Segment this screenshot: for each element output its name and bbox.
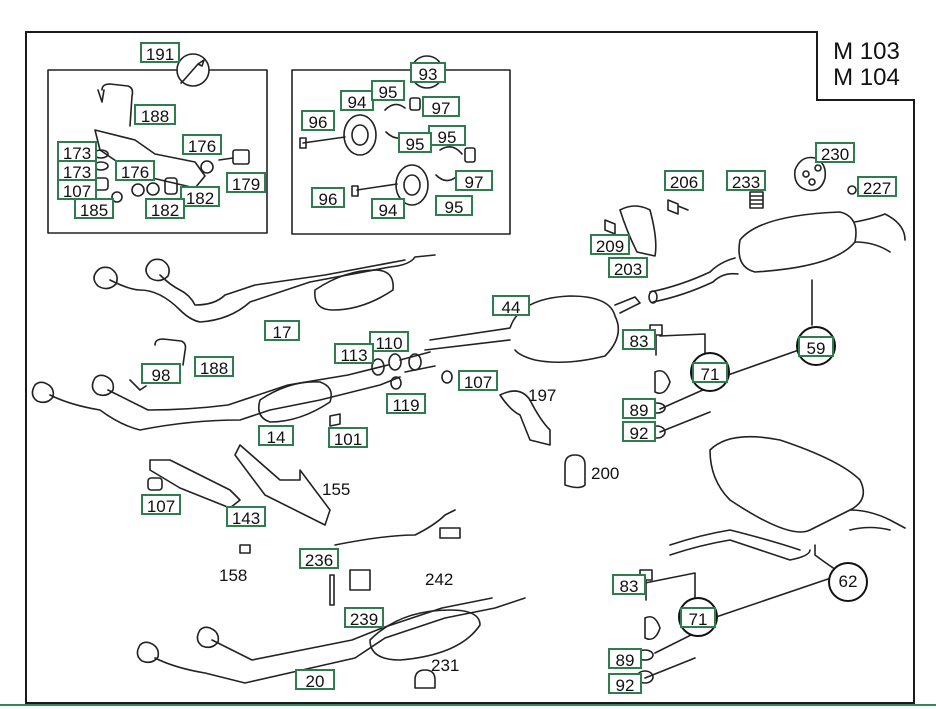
callout-44[interactable]: 44: [492, 295, 530, 317]
callout-97[interactable]: 97: [422, 96, 460, 118]
callout-98[interactable]: 98: [141, 363, 181, 385]
rear-silencer-lower: [669, 435, 906, 576]
callout-circle-71: 71: [690, 352, 730, 392]
callout-95-second[interactable]: 95: [428, 125, 466, 147]
label-200[interactable]: 200: [591, 464, 620, 483]
label-197[interactable]: 197: [528, 386, 557, 405]
front-pipe-14: [31, 338, 401, 431]
label-231[interactable]: 231: [431, 656, 460, 675]
callout-107-second[interactable]: 107: [458, 370, 498, 392]
callout-230[interactable]: 230: [815, 142, 855, 164]
bottom-rule: [0, 704, 936, 706]
callout-107[interactable]: 107: [57, 179, 97, 201]
wrench-icon: [176, 53, 210, 87]
callout-20[interactable]: 20: [295, 669, 335, 691]
label-62[interactable]: 62: [838, 572, 858, 591]
label-158[interactable]: 158: [219, 566, 248, 585]
callout-92-second[interactable]: 92: [608, 673, 642, 695]
callout-107-third[interactable]: 107: [141, 494, 181, 516]
callout-110[interactable]: 110: [369, 331, 409, 353]
callout-96-second[interactable]: 96: [311, 187, 345, 209]
callout-173-second[interactable]: 173: [57, 160, 97, 182]
callout-182[interactable]: 182: [180, 186, 220, 208]
callout-89[interactable]: 89: [622, 398, 656, 420]
callout-203[interactable]: 203: [608, 257, 648, 279]
callout-circle-71-second: 71: [678, 597, 718, 637]
callout-59[interactable]: 59: [798, 335, 834, 358]
callout-209[interactable]: 209: [590, 234, 630, 256]
callout-97-second[interactable]: 97: [455, 170, 493, 192]
callout-92[interactable]: 92: [622, 421, 656, 443]
callout-119[interactable]: 119: [386, 393, 426, 415]
callout-239[interactable]: 239: [344, 607, 384, 629]
callout-182-second[interactable]: 182: [145, 198, 185, 220]
oxygen-sensor-and-front-pipe-20: [136, 509, 526, 684]
callout-circle-62: 62: [828, 562, 868, 602]
model-m104: M 104: [833, 64, 900, 91]
callout-95[interactable]: 95: [371, 80, 405, 102]
callout-83-second[interactable]: 83: [612, 574, 646, 596]
callout-83[interactable]: 83: [622, 329, 656, 351]
callout-176-second[interactable]: 176: [115, 160, 155, 182]
callout-227[interactable]: 227: [857, 176, 897, 198]
front-pipe-17: [93, 254, 436, 323]
callout-143[interactable]: 143: [226, 506, 266, 528]
callout-179[interactable]: 179: [226, 172, 266, 194]
clamp-hardware: [636, 324, 829, 684]
callout-233[interactable]: 233: [726, 170, 766, 192]
callout-93[interactable]: 93: [410, 62, 446, 84]
label-242[interactable]: 242: [425, 570, 454, 589]
callout-113[interactable]: 113: [334, 343, 374, 365]
callout-17[interactable]: 17: [264, 320, 300, 342]
callout-101[interactable]: 101: [328, 427, 368, 449]
callout-206[interactable]: 206: [664, 170, 704, 192]
callout-173[interactable]: 173: [57, 141, 97, 163]
callout-188[interactable]: 188: [134, 104, 176, 126]
heat-shield-brackets: [147, 444, 331, 554]
callout-188-second[interactable]: 188: [194, 356, 234, 378]
callout-71[interactable]: 71: [692, 361, 728, 384]
callout-95-third[interactable]: 95: [398, 132, 432, 154]
rubber-mounts: [414, 390, 586, 689]
callout-71-second[interactable]: 71: [680, 606, 716, 629]
label-155[interactable]: 155: [322, 480, 351, 499]
callout-94[interactable]: 94: [340, 90, 374, 112]
callout-176[interactable]: 176: [182, 134, 222, 156]
detail-box-mounting: [47, 69, 268, 234]
callout-236[interactable]: 236: [299, 548, 339, 570]
callout-14[interactable]: 14: [258, 425, 294, 447]
callout-185[interactable]: 185: [74, 198, 114, 220]
callout-circle-59: 59: [796, 326, 836, 366]
callout-89-second[interactable]: 89: [608, 648, 642, 670]
model-designation-box: M 103 M 104: [816, 31, 915, 101]
callout-94-second[interactable]: 94: [371, 198, 405, 220]
callout-95-fourth[interactable]: 95: [435, 195, 473, 217]
middle-silencer-44: [371, 295, 641, 390]
detail-box-clamps: [291, 69, 511, 235]
model-m103: M 103: [833, 38, 900, 65]
rear-silencer-upper: [648, 211, 906, 326]
callout-96[interactable]: 96: [301, 110, 335, 132]
callout-191[interactable]: 191: [140, 42, 180, 64]
